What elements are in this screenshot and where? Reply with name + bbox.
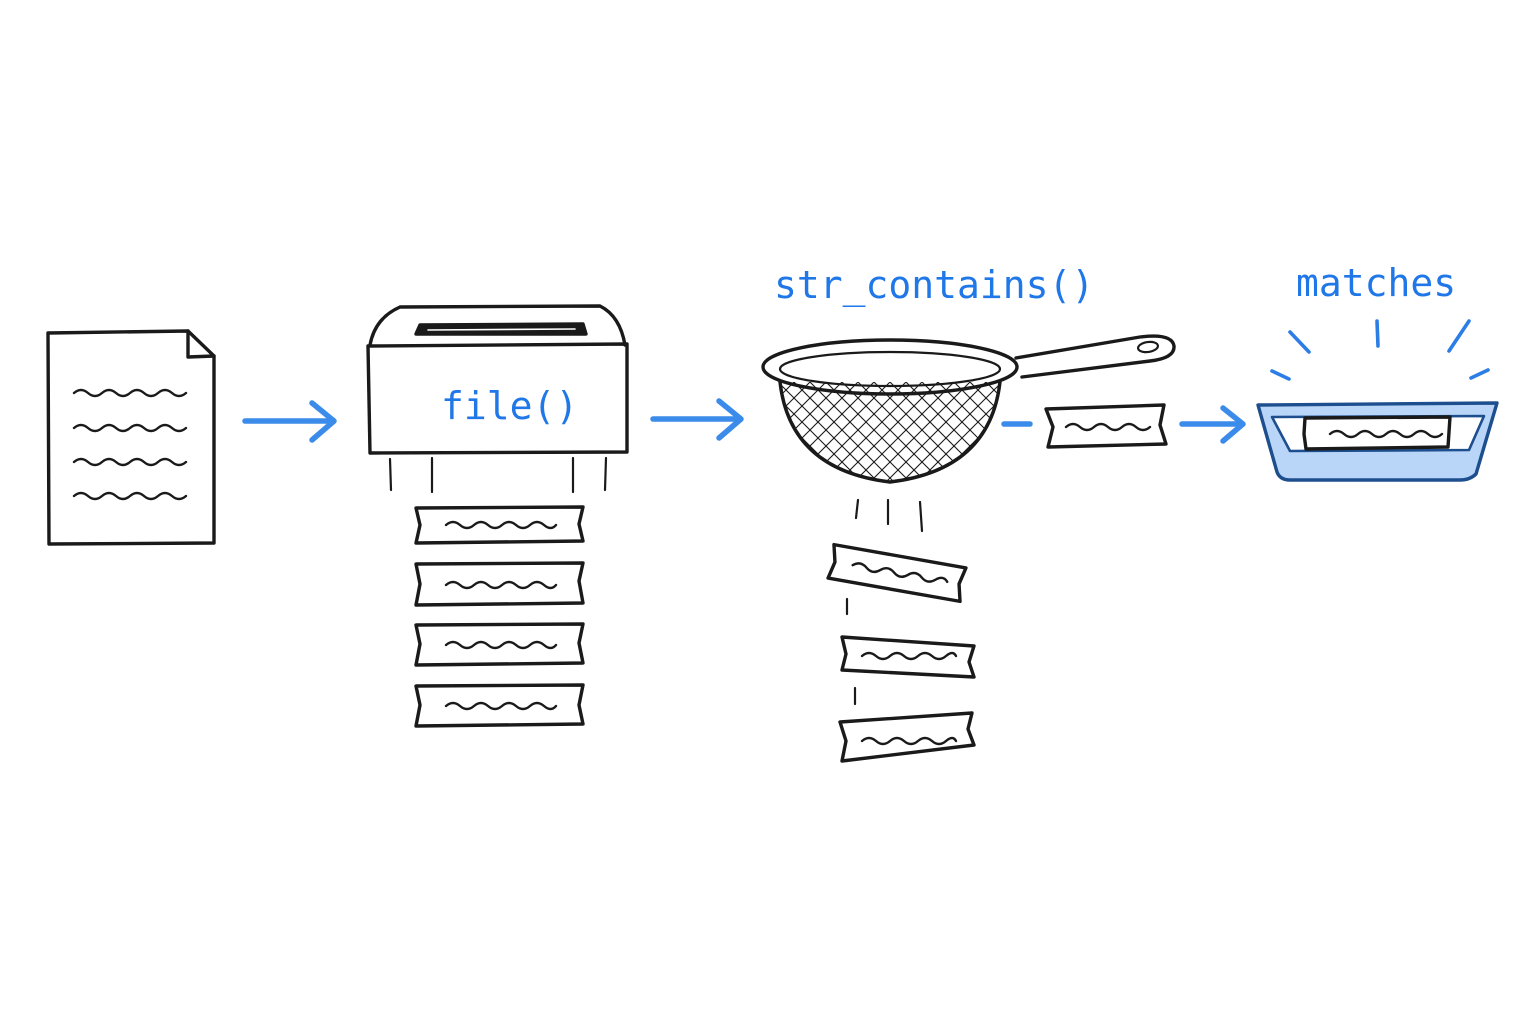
filter-label: str_contains() bbox=[774, 263, 1095, 307]
shredded-strips bbox=[414, 505, 585, 728]
reader-label: file() bbox=[441, 384, 579, 428]
strainer-icon bbox=[761, 334, 1176, 533]
result-label: matches bbox=[1296, 261, 1457, 305]
paper-strip-falling bbox=[826, 542, 968, 604]
document-icon bbox=[46, 329, 216, 546]
paper-strip-falling bbox=[840, 635, 976, 679]
highlight-rays bbox=[1270, 319, 1490, 381]
arrow-filter-to-result bbox=[1179, 405, 1246, 444]
paper-strip-falling bbox=[838, 711, 976, 763]
matched-strip-in-tray bbox=[1302, 415, 1452, 451]
shredder-icon bbox=[366, 304, 629, 494]
paper-strip bbox=[414, 505, 585, 545]
document-text-lines bbox=[72, 388, 188, 501]
paper-strip bbox=[414, 561, 585, 607]
arrow-document-to-reader bbox=[242, 400, 337, 443]
paper-strip bbox=[414, 683, 585, 728]
rejected-strips bbox=[826, 542, 976, 763]
arrow-reader-to-filter bbox=[650, 398, 744, 441]
matched-strip bbox=[1044, 403, 1168, 449]
tray-icon bbox=[1256, 401, 1499, 482]
paper-strip bbox=[414, 622, 585, 667]
